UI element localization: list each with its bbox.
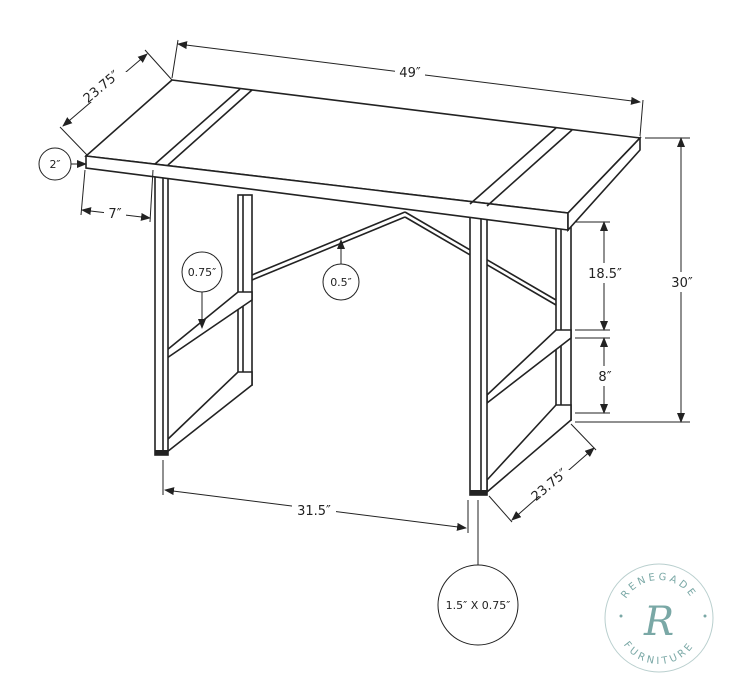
back-right-leg [555, 224, 572, 421]
back-stretcher [251, 211, 557, 306]
dim-total-height: 30″ [575, 137, 696, 423]
dim-depth-top: 23.75″ [59, 49, 173, 156]
label-lower-height: 8″ [598, 370, 611, 385]
dim-leg-tube: 0.75″ [181, 251, 223, 329]
label-total-height: 30″ [671, 276, 693, 291]
dim-upper-height: 18.5″ [575, 221, 624, 331]
front-left-leg [154, 164, 169, 456]
back-left-leg [237, 194, 253, 386]
front-right-leg [469, 204, 488, 496]
label-stretcher: 0.5″ [330, 276, 352, 289]
label-leg-tube: 0.75″ [188, 266, 217, 279]
dim-stretcher: 0.5″ [322, 239, 360, 301]
dim-top-thickness: 2″ [38, 147, 87, 181]
dim-depth-base: 23.75″ [488, 423, 597, 523]
label-width: 49″ [399, 66, 421, 81]
label-leg-profile: 1.5″ X 0.75″ [446, 599, 511, 612]
dim-lower-height: 8″ [575, 337, 616, 414]
renegade-furniture-logo: RENEGADE FURNITURE R [604, 563, 714, 673]
tabletop [84, 79, 642, 233]
dim-overhang: 7″ [80, 169, 154, 223]
label-overhang: 7″ [108, 207, 121, 222]
dim-leg-profile: 1.5″ X 0.75″ [437, 500, 519, 646]
dim-width: 49″ [171, 39, 644, 137]
label-upper-height: 18.5″ [588, 267, 622, 282]
dim-leg-spacing: 31.5″ [162, 460, 469, 533]
label-leg-spacing: 31.5″ [297, 504, 331, 519]
svg-text:R: R [643, 599, 674, 645]
label-top-thickness: 2″ [49, 158, 60, 171]
